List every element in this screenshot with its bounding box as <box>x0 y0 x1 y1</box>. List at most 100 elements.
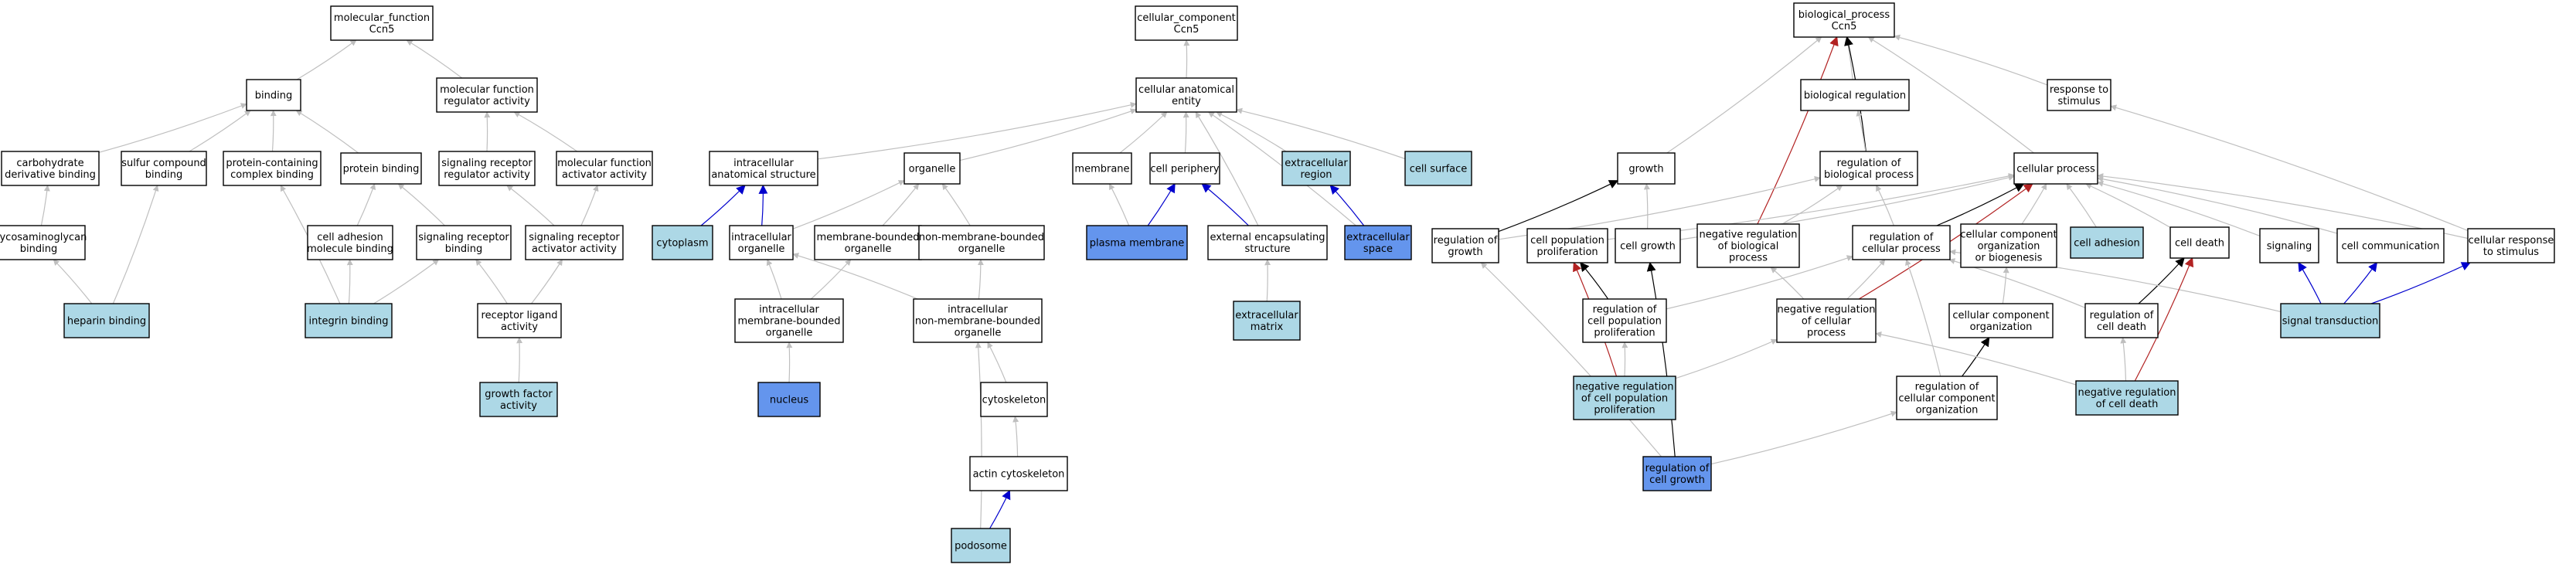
node-box-imbo <box>734 298 844 343</box>
node-box-cperi <box>1149 152 1220 185</box>
node-memb: membrane <box>1072 152 1132 185</box>
edge-is_a-cproc-to-bp <box>1867 36 2034 154</box>
node-label-rcpp: regulation of <box>1593 304 1657 316</box>
node-label-rcpp: proliferation <box>1594 328 1655 339</box>
node-label-glyco: binding <box>20 243 57 255</box>
node-box-integ <box>305 303 393 338</box>
node-cytosk: cytoskeleton <box>980 382 1048 417</box>
node-box-cytosk <box>980 382 1048 417</box>
node-label-cadh: cell adhesion <box>2074 238 2140 250</box>
node-protb: protein binding <box>340 152 422 185</box>
edge-is_a-camb-to-protb <box>356 183 376 226</box>
node-label-imbo: intracellular <box>759 304 819 316</box>
node-label-rbp: regulation of <box>1837 158 1901 169</box>
node-box-signal <box>2259 228 2319 263</box>
edge-is_a-csurf-to-cae <box>1236 107 1406 160</box>
edge-is_a-excreg-to-cae <box>1216 111 1287 152</box>
node-label-csurf: cell surface <box>1410 164 1468 175</box>
edge-is_a-nrcd-to-rcd <box>2120 337 2127 382</box>
node-box-sigtr <box>2280 303 2380 338</box>
edge-regulates-rcp-to-cproc <box>1936 183 2025 226</box>
edge-is_a-integ-to-srb <box>373 259 440 304</box>
node-label-nmbo: non-membrane-bounded <box>919 232 1044 243</box>
node-box-nucl <box>757 382 821 417</box>
edge-is_a-rcg-to-rcco <box>1710 410 1897 465</box>
edge-is_a-icorg-to-org <box>792 180 905 229</box>
node-label-hep: heparin binding <box>67 316 146 328</box>
node-box-rcg <box>1642 456 1712 491</box>
edge-is_a-inmbo-to-icorg <box>792 253 918 300</box>
node-box-ias <box>709 151 818 186</box>
node-label-mf: molecular_function <box>334 12 430 24</box>
edge-is_a-rbp-to-breg <box>1856 110 1866 152</box>
edge-is_a-signal-to-cproc <box>2097 180 2261 236</box>
node-label-mf: Ccn5 <box>369 24 395 36</box>
node-label-cyto: cytoplasm <box>656 238 708 250</box>
node-inmbo: intracellularnon-membrane-boundedorganel… <box>913 298 1043 343</box>
node-label-glyco: glycosaminoglycan <box>0 232 87 243</box>
node-label-sraa: signaling receptor <box>529 232 620 243</box>
node-label-cperi: cell periphery <box>1150 164 1220 175</box>
edge-is_a-cco-to-ccob <box>2002 267 2009 304</box>
node-label-srra: signaling receptor <box>441 158 533 169</box>
node-box-hep <box>63 303 150 338</box>
node-label-nrcpp: proliferation <box>1594 405 1655 416</box>
node-box-rcco <box>1896 376 1998 420</box>
node-sigtr: signal transduction <box>2280 303 2380 338</box>
node-label-srb: signaling receptor <box>418 232 509 243</box>
node-box-nrbp <box>1696 223 1800 268</box>
edge-is_a-ees-to-cae <box>1195 111 1259 226</box>
node-label-ias: intracellular <box>733 158 794 169</box>
edge-is_a-cdeath-to-cproc <box>2085 183 2171 228</box>
node-label-rcd: regulation of <box>2090 310 2154 321</box>
node-breg: biological regulation <box>1800 79 1910 111</box>
node-label-pm: plasma membrane <box>1090 238 1185 250</box>
node-label-sulf: sulfur compound <box>121 158 206 169</box>
node-label-rcd: cell death <box>2097 321 2146 333</box>
edge-is_a-pm-to-memb <box>1108 183 1130 226</box>
node-box-podo <box>951 528 1011 563</box>
edge-is_a-org-to-cae <box>959 108 1137 161</box>
edge-is_a-srra-to-mfra <box>484 111 491 152</box>
node-label-cdeath: cell death <box>2175 238 2224 250</box>
edge-is_a-rla-to-srb <box>475 259 508 304</box>
node-label-cpp: proliferation <box>1536 246 1598 258</box>
edge-is_a-sraa-to-srra <box>506 185 555 226</box>
node-label-cae: cellular anatomical <box>1138 84 1234 96</box>
node-label-sigtr: signal transduction <box>2282 316 2379 328</box>
edge-part_of-sigtr-to-ccomm <box>2343 262 2378 304</box>
node-box-cco <box>1948 303 2054 338</box>
node-label-rcco: organization <box>1916 405 1979 416</box>
node-cgrowth: cell growth <box>1615 228 1681 263</box>
node-box-mfaa <box>556 151 653 186</box>
node-label-inmbo: intracellular <box>948 304 1008 316</box>
edge-is_a-ecm-to-ees <box>1264 259 1271 302</box>
edge-regulates-rcpp-to-cpp <box>1580 262 1609 300</box>
node-label-mfaa: activator activity <box>562 169 647 181</box>
node-box-pm <box>1086 225 1188 260</box>
edge-is_a-ias-to-cae <box>817 101 1137 160</box>
node-label-gfa: growth factor <box>485 389 553 400</box>
edge-is_a-protb-to-binding <box>295 110 359 154</box>
node-label-nrcd: of cell death <box>2096 399 2159 410</box>
node-box-breg <box>1800 79 1910 111</box>
node-label-rts: stimulus <box>2057 96 2100 107</box>
node-box-rcp <box>1852 225 1951 260</box>
edge-regulates-rcco-to-cco <box>1962 336 1990 377</box>
node-box-rcd <box>2084 303 2159 338</box>
node-box-rts <box>2047 79 2112 111</box>
